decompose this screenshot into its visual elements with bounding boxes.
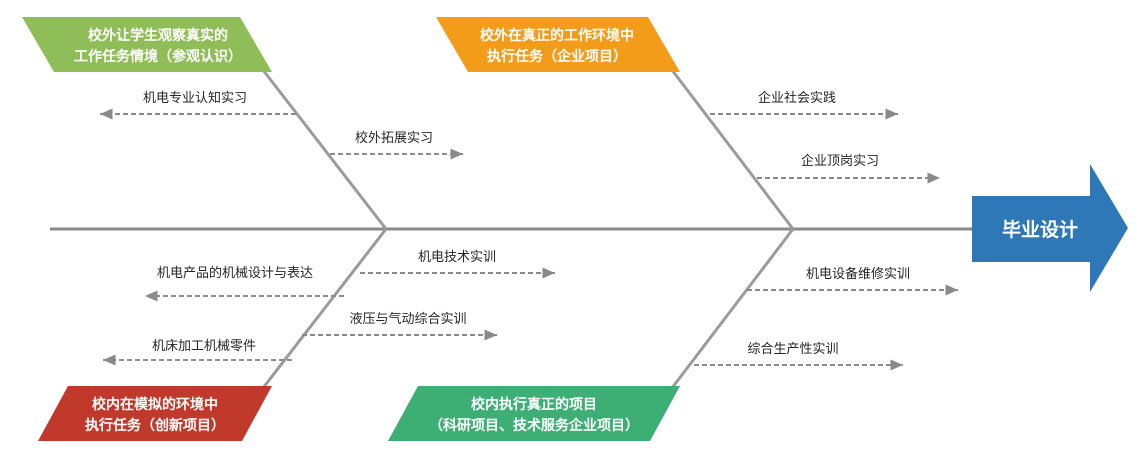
bone-bottom-left: [261, 228, 388, 389]
head-arrow: 毕业设计: [972, 164, 1128, 292]
category-bottom-left-line2: 执行任务（创新项目）: [85, 417, 225, 434]
item-label-br2: 综合生产性实训: [747, 342, 838, 357]
category-top-right: 校外在真正的工作环境中 执行任务（企业项目）: [436, 17, 680, 72]
category-bottom-right-line1: 校内执行真正的项目: [471, 396, 597, 413]
category-top-right-box: [436, 17, 680, 72]
category-top-left-box: [22, 17, 272, 72]
category-bottom-right: 校内执行真正的项目 （科研项目、技术服务企业项目）: [388, 386, 680, 441]
item-label-bl2: 机电技术实训: [418, 250, 496, 265]
item-label-tl1: 机电专业认知实习: [143, 90, 247, 106]
category-bottom-right-line2: （科研项目、技术服务企业项目）: [429, 417, 639, 434]
category-top-right-line2: 执行任务（企业项目）: [487, 48, 627, 65]
category-top-left-line2: 工作任务情境（参观认识）: [74, 48, 242, 65]
item-label-bl3: 液压与气动综合实训: [349, 311, 466, 327]
bone-bottom-right: [670, 228, 795, 389]
item-label-br1: 机电设备维修实训: [806, 266, 910, 282]
category-top-left-line1: 校外让学生观察真实的: [88, 27, 228, 44]
category-bottom-right-box: [388, 386, 680, 441]
item-label-bl1: 机电产品的机械设计与表达: [157, 265, 313, 281]
category-top-left: 校外让学生观察真实的 工作任务情境（参观认识）: [22, 17, 272, 72]
bone-top-right: [670, 69, 795, 230]
head-label: 毕业设计: [1002, 219, 1078, 241]
category-top-right-line1: 校外在真正的工作环境中: [480, 27, 634, 44]
item-label-tr1: 企业社会实践: [758, 90, 836, 106]
item-label-tr2: 企业顶岗实习: [801, 153, 879, 169]
category-bottom-left: 校内在模拟的环境中 执行任务（创新项目）: [38, 386, 272, 441]
item-label-tl2: 校外拓展实习: [355, 130, 433, 146]
item-label-bl4: 机床加工机械零件: [152, 339, 256, 354]
category-bottom-left-box: [38, 386, 272, 441]
head-arrow-shape: [972, 164, 1128, 292]
category-bottom-left-line1: 校内在模拟的环境中: [92, 396, 218, 413]
bone-top-left: [261, 69, 388, 230]
